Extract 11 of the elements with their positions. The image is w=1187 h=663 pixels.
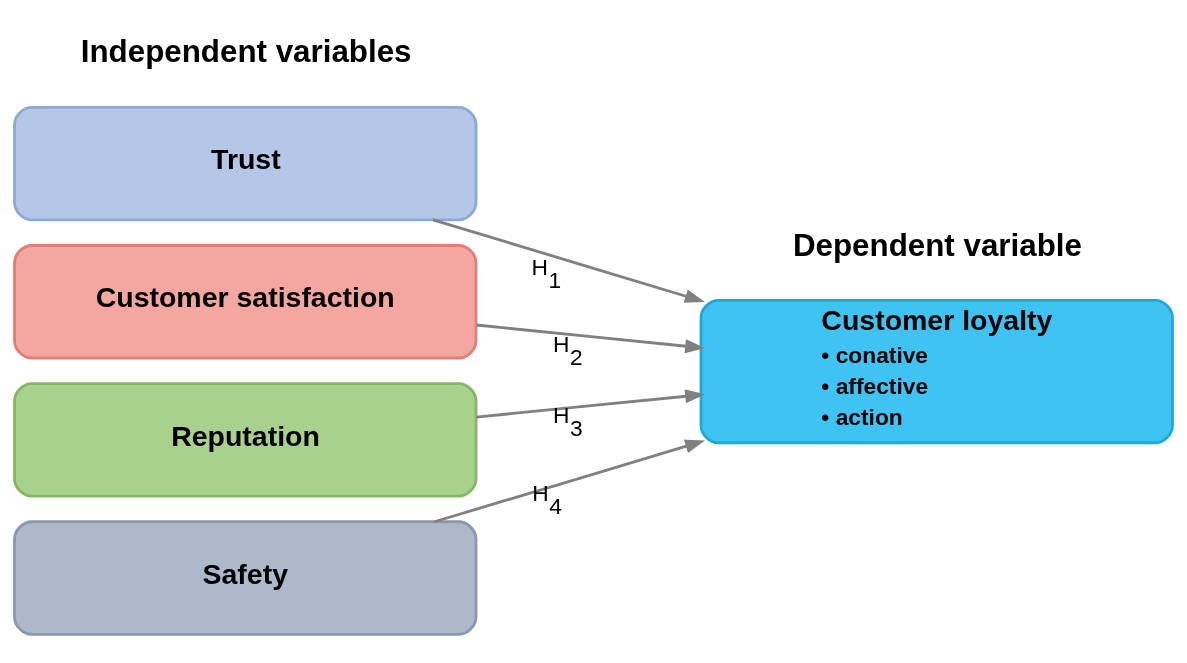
label: Dependent variable [792,227,1082,263]
arrow [476,323,706,353]
arrow [434,439,706,523]
label: Independent variables [80,33,412,69]
node-box: Safety [13,519,478,636]
arrow [476,388,706,418]
arrow [432,218,705,303]
node-box: Customer loyalty • conative • affective • action [699,298,1174,444]
node-box: Reputation [13,381,478,498]
node-box: Customer satisfaction [13,243,478,359]
node-box: Trust [13,105,478,221]
